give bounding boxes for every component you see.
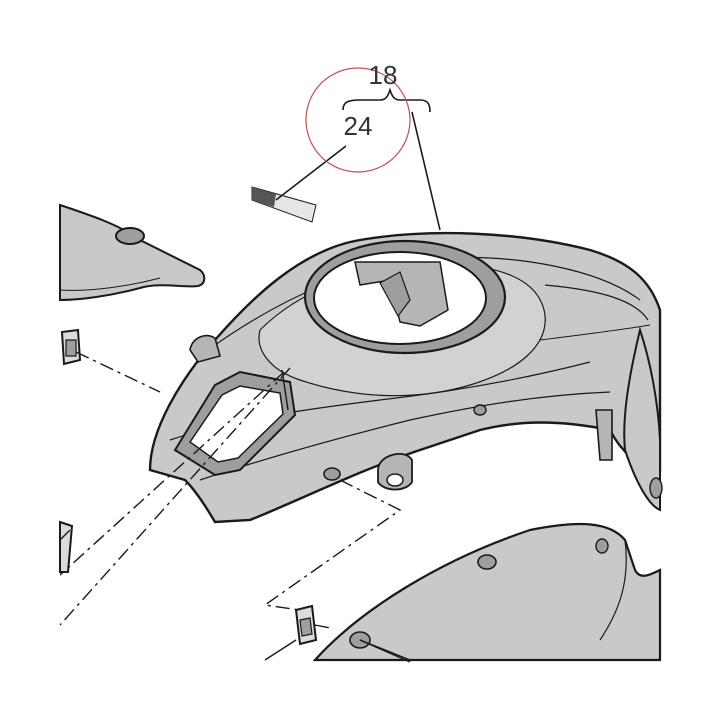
callout-24: 24 <box>344 111 373 141</box>
clip-fastener-left-lower <box>59 520 74 573</box>
lower-cover-panel <box>312 522 662 662</box>
mount-hole-icon <box>115 227 145 245</box>
highlight-circle <box>305 67 411 173</box>
clip-fastener-bottom <box>294 604 318 646</box>
callout-leaders <box>275 87 441 231</box>
side-panel-right <box>623 326 663 512</box>
assembly-lines <box>59 351 402 629</box>
decal-strip-part-24 <box>251 186 317 223</box>
side-panel-upper-left <box>59 203 206 302</box>
tank-cover-main <box>148 231 662 524</box>
callout-18: 18 <box>369 60 398 90</box>
clip-fastener-left-upper <box>60 328 82 366</box>
assembly-leader-solids <box>264 369 411 663</box>
